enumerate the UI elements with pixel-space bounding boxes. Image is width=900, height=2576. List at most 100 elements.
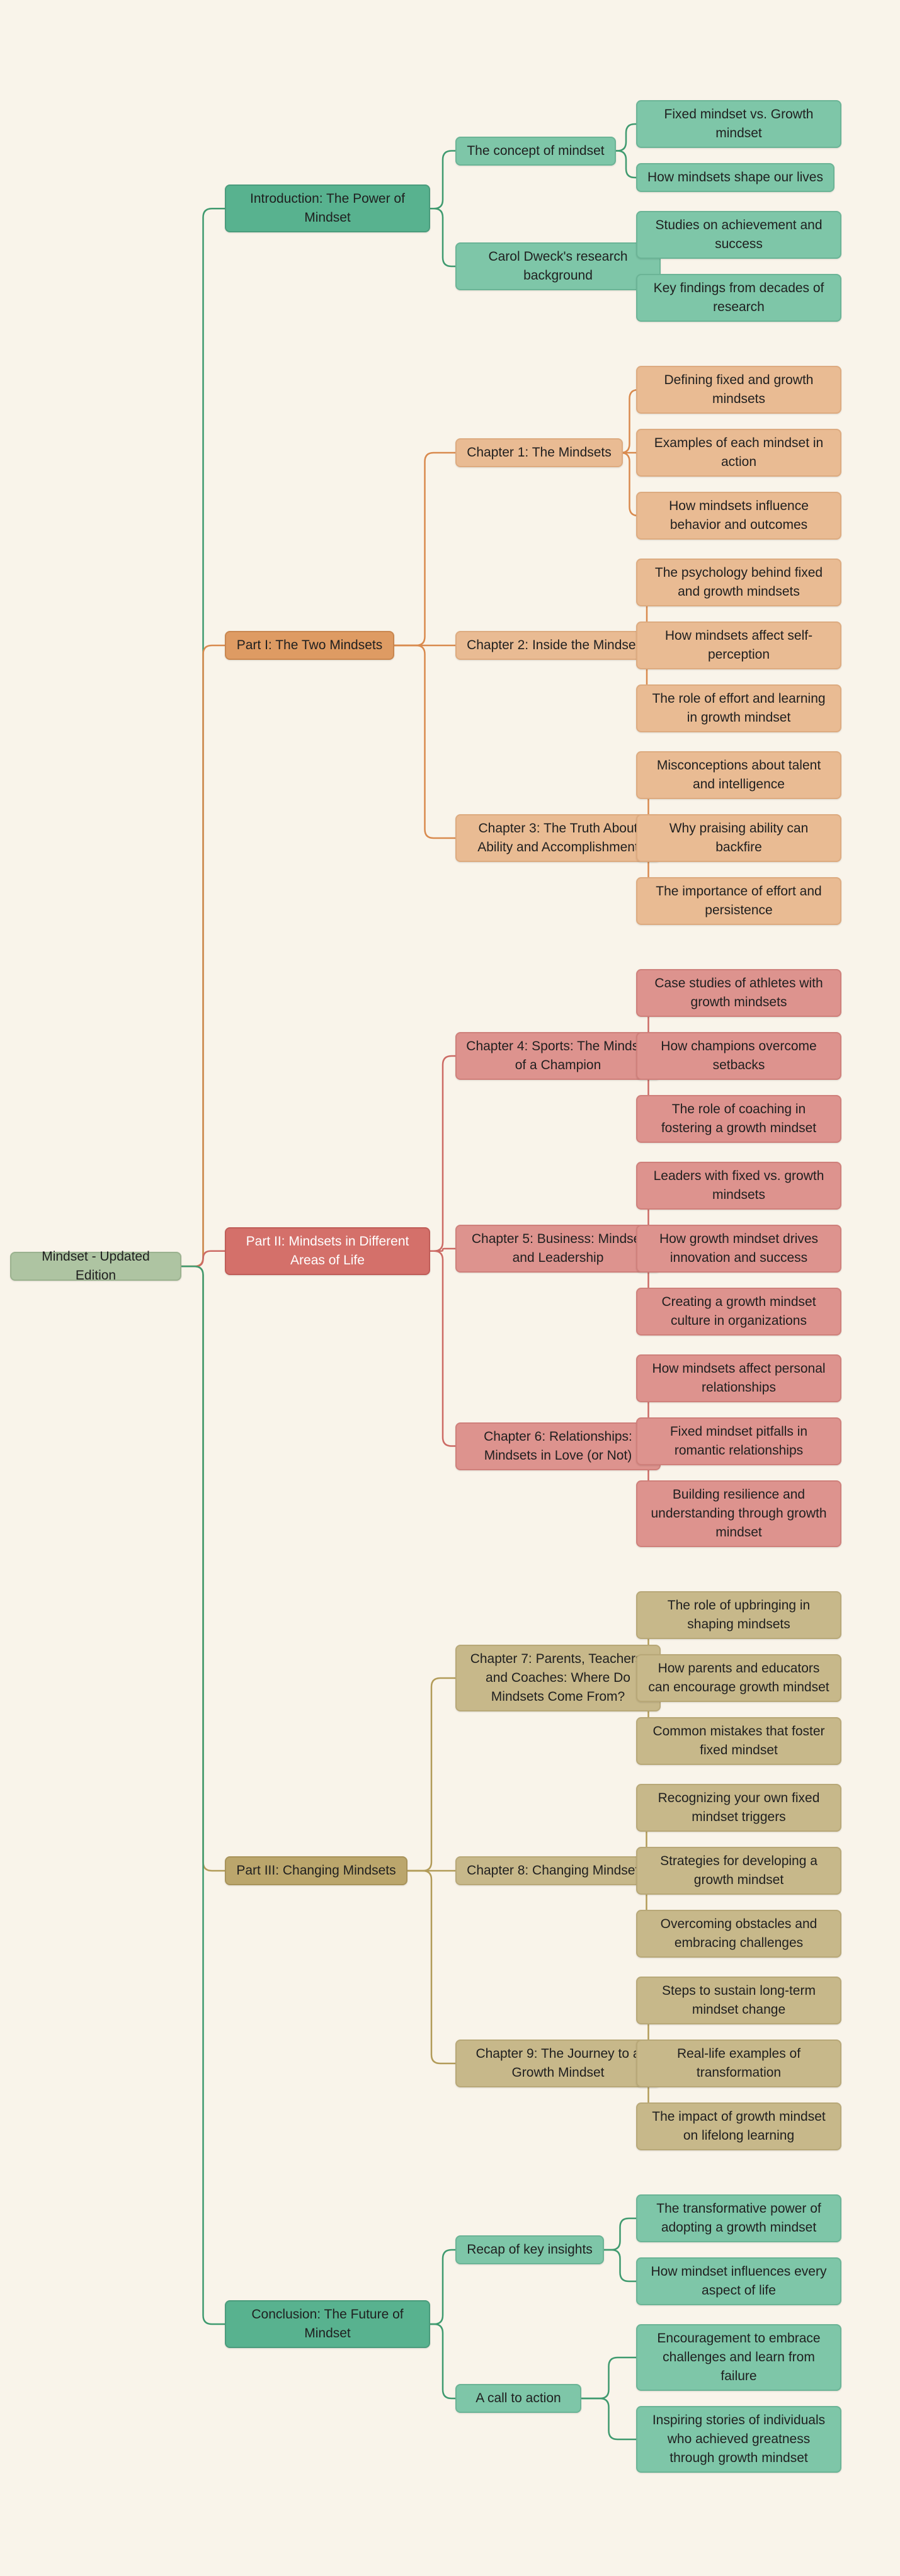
node-label: Part II: Mindsets in Different Areas of … (246, 1234, 409, 1268)
connector-line (620, 451, 639, 517)
node-the-importance-of-effort-and-persistence: The importance of effort and persistence (636, 877, 841, 925)
node-leaders-with-fixed-vs-growth-mindsets: Leaders with fixed vs. growth mindsets (636, 1162, 841, 1210)
node-chapter-1-the-mindsets: Chapter 1: The Mindsets (455, 438, 623, 467)
node-label: Chapter 4: Sports: The Mindset of a Cham… (466, 1039, 650, 1072)
node-how-growth-mindset-drives-innovation-and: How growth mindset drives innovation and… (636, 1225, 841, 1273)
node-label: Creating a growth mindset culture in org… (661, 1295, 816, 1328)
connector-line (181, 1265, 225, 2325)
connector-line (430, 1055, 455, 1252)
node-label: Building resilience and understanding th… (651, 1487, 827, 1540)
node-label: Strategies for developing a growth minds… (660, 1854, 817, 1887)
connector-line (181, 644, 225, 1268)
node-how-mindsets-affect-self-perception: How mindsets affect self-perception (636, 621, 841, 669)
node-label: Inspiring stories of individuals who ach… (652, 2413, 826, 2465)
node-label: The concept of mindset (467, 144, 605, 158)
node-chapter-9-the-journey-to-a-growth-mindse: Chapter 9: The Journey to a Growth Minds… (455, 2040, 661, 2087)
node-label: Misconceptions about talent and intellig… (656, 758, 821, 792)
node-chapter-2-inside-the-mindsets: Chapter 2: Inside the Mindsets (455, 631, 658, 660)
node-label: Part I: The Two Mindsets (236, 638, 383, 652)
node-how-parents-and-educators-can-encourage-: How parents and educators can encourage … (636, 1654, 841, 1702)
connector-line (430, 1250, 455, 1447)
node-label: Overcoming obstacles and embracing chall… (660, 1917, 817, 1950)
node-label: Why praising ability can backfire (669, 821, 809, 854)
node-label: Mindset - Updated Edition (42, 1249, 150, 1283)
node-label: Defining fixed and growth mindsets (664, 373, 814, 406)
node-label: The role of effort and learning in growt… (652, 691, 826, 725)
node-introduction-the-power-of-mindset: Introduction: The Power of Mindset (225, 184, 430, 232)
node-overcoming-obstacles-and-embracing-chall: Overcoming obstacles and embracing chall… (636, 1910, 841, 1958)
node-recap-of-key-insights: Recap of key insights (455, 2235, 604, 2264)
node-label: Case studies of athletes with growth min… (654, 976, 823, 1009)
node-label: Carol Dweck's research background (488, 249, 628, 283)
node-label: How parents and educators can encourage … (648, 1661, 829, 1694)
node-fixed-mindset-vs-growth-mindset: Fixed mindset vs. Growth mindset (636, 100, 841, 148)
node-label: How mindsets affect self-perception (664, 628, 813, 662)
node-label: Examples of each mindset in action (654, 436, 824, 469)
node-label: How mindsets influence behavior and outc… (669, 499, 809, 532)
node-label: Chapter 7: Parents, Teachers, and Coache… (470, 1652, 646, 1704)
node-how-mindsets-affect-personal-relationshi: How mindsets affect personal relationshi… (636, 1354, 841, 1402)
connector-line (181, 1250, 225, 1268)
node-label: How growth mindset drives innovation and… (659, 1232, 819, 1265)
node-label: Studies on achievement and success (655, 218, 823, 251)
node-common-mistakes-that-foster-fixed-mindse: Common mistakes that foster fixed mindse… (636, 1717, 841, 1765)
node-label: Chapter 5: Business: Mindset and Leaders… (471, 1232, 645, 1265)
connector-line (604, 2217, 636, 2251)
node-label: Steps to sustain long-term mindset chang… (662, 1983, 816, 2017)
node-label: Chapter 9: The Journey to a Growth Minds… (476, 2046, 641, 2080)
node-chapter-7-parents-teachers-and-coaches-w: Chapter 7: Parents, Teachers, and Coache… (455, 1645, 661, 1711)
node-label: Recap of key insights (467, 2242, 593, 2257)
connector-line (430, 208, 455, 268)
node-misconceptions-about-talent-and-intellig: Misconceptions about talent and intellig… (636, 751, 841, 799)
node-key-findings-from-decades-of-research: Key findings from decades of research (636, 274, 841, 322)
node-how-mindsets-influence-behavior-and-outc: How mindsets influence behavior and outc… (636, 492, 841, 540)
connector-line (394, 644, 455, 839)
node-the-role-of-effort-and-learning-in-growt: The role of effort and learning in growt… (636, 684, 841, 732)
node-part-ii-mindsets-in-different-areas-of-l: Part II: Mindsets in Different Areas of … (225, 1227, 430, 1275)
connector-line (581, 2356, 636, 2400)
node-examples-of-each-mindset-in-action: Examples of each mindset in action (636, 429, 841, 477)
connector-line (430, 2249, 455, 2325)
node-chapter-3-the-truth-about-ability-and-ac: Chapter 3: The Truth About Ability and A… (455, 814, 661, 862)
node-the-role-of-coaching-in-fostering-a-grow: The role of coaching in fostering a grow… (636, 1095, 841, 1143)
node-why-praising-ability-can-backfire: Why praising ability can backfire (636, 814, 841, 862)
node-creating-a-growth-mindset-culture-in-org: Creating a growth mindset culture in org… (636, 1288, 841, 1336)
node-label: How champions overcome setbacks (661, 1039, 817, 1072)
node-label: Part III: Changing Mindsets (236, 1863, 396, 1878)
connector-line (430, 1247, 455, 1252)
connector-line (604, 2249, 636, 2283)
node-label: A call to action (476, 2391, 561, 2405)
node-defining-fixed-and-growth-mindsets: Defining fixed and growth mindsets (636, 366, 841, 414)
node-label: How mindsets affect personal relationshi… (652, 1361, 826, 1395)
node-label: Chapter 2: Inside the Mindsets (467, 638, 646, 652)
connector-line (407, 1870, 455, 2065)
node-the-concept-of-mindset: The concept of mindset (455, 137, 616, 166)
node-label: Leaders with fixed vs. growth mindsets (653, 1169, 824, 1202)
node-label: The role of coaching in fostering a grow… (661, 1102, 817, 1135)
node-chapter-4-sports-the-mindset-of-a-champi: Chapter 4: Sports: The Mindset of a Cham… (455, 1032, 661, 1080)
node-strategies-for-developing-a-growth-minds: Strategies for developing a growth minds… (636, 1847, 841, 1895)
node-encouragement-to-embrace-challenges-and-: Encouragement to embrace challenges and … (636, 2324, 841, 2391)
node-building-resilience-and-understanding-th: Building resilience and understanding th… (636, 1480, 841, 1547)
connector-line (430, 2323, 455, 2400)
node-part-iii-changing-mindsets: Part III: Changing Mindsets (225, 1856, 407, 1885)
node-carol-dweck-s-research-background: Carol Dweck's research background (455, 242, 661, 290)
node-studies-on-achievement-and-success: Studies on achievement and success (636, 211, 841, 259)
node-label: Encouragement to embrace challenges and … (657, 2331, 821, 2383)
root-node: Mindset - Updated Edition (10, 1249, 181, 1283)
node-how-mindsets-shape-our-lives: How mindsets shape our lives (636, 163, 834, 192)
node-label: How mindset influences every aspect of l… (651, 2264, 827, 2298)
node-label: The importance of effort and persistence (656, 884, 822, 917)
connector-line (581, 2397, 636, 2441)
node-label: Conclusion: The Future of Mindset (251, 2307, 404, 2341)
node-label: Recognizing your own fixed mindset trigg… (658, 1791, 820, 1824)
node-how-champions-overcome-setbacks: How champions overcome setbacks (636, 1032, 841, 1080)
node-label: The transformative power of adopting a g… (656, 2201, 821, 2235)
node-the-transformative-power-of-adopting-a-g: The transformative power of adopting a g… (636, 2194, 841, 2242)
node-label: Fixed mindset pitfalls in romantic relat… (669, 1424, 808, 1458)
node-label: Chapter 3: The Truth About Ability and A… (477, 821, 639, 854)
node-real-life-examples-of-transformation: Real-life examples of transformation (636, 2040, 841, 2087)
node-part-i-the-two-mindsets: Part I: The Two Mindsets (225, 631, 394, 660)
node-label: How mindsets shape our lives (647, 170, 823, 184)
